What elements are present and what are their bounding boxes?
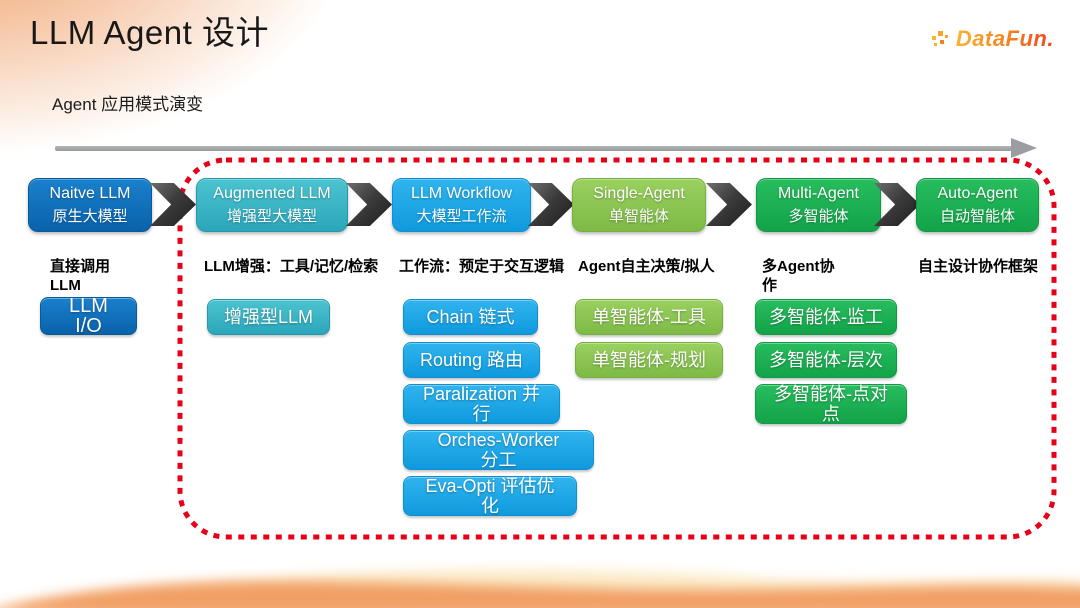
item-multi-agent-supervisor: 多智能体-监工 [755, 299, 897, 335]
stage-label-en: Auto-Agent [937, 185, 1018, 202]
page-subtitle: Agent 应用模式演变 [52, 95, 204, 114]
item-evaluator-optimizer: Eva-Opti 评估优化 [403, 476, 577, 516]
datafun-logo: DataFun. [931, 26, 1054, 52]
stage-label-zh: 单智能体 [608, 208, 669, 225]
timeline-arrow-shaft [55, 146, 1013, 151]
chevron-right-icon [346, 183, 392, 226]
stage-label-en: Single-Agent [593, 185, 685, 202]
item-augmented-llm: 增强型LLM [207, 299, 330, 335]
logo-pixels-icon [931, 31, 948, 46]
item-chain: Chain 链式 [403, 299, 538, 335]
stage-label-zh: 自动智能体 [939, 208, 1015, 225]
stage-llm-workflow: LLM Workflow 大模型工作流 [392, 178, 531, 232]
logo-wordmark: DataFun. [955, 26, 1054, 51]
stage-naitve-llm: Naitve LLM 原生大模型 [28, 178, 152, 232]
column-header-multi-agent: 多Agent协作 [762, 258, 835, 294]
item-single-agent-tool: 单智能体-工具 [575, 299, 723, 335]
column-header-llm-augment: LLM增强：工具/记忆/检索 [204, 258, 379, 275]
stage-label-zh: 多智能体 [788, 208, 849, 225]
stage-label-zh: 增强型大模型 [226, 208, 317, 225]
item-orchestrator-worker: Orches-Worker 分工 [403, 430, 594, 470]
item-multi-agent-p2p: 多智能体-点对点 [755, 384, 907, 424]
item-routing: Routing 路由 [403, 342, 540, 378]
chevron-right-icon [150, 183, 196, 226]
stage-augmented-llm: Augmented LLM 增强型大模型 [196, 178, 348, 232]
bottom-wave-decoration [1, 569, 1080, 608]
timeline-arrowhead-icon [1011, 138, 1037, 158]
stage-label-en: Augmented LLM [213, 185, 331, 202]
page-title: LLM Agent 设计 [30, 14, 269, 51]
stage-single-agent: Single-Agent 单智能体 [572, 178, 706, 232]
item-paralization: Paralization 并行 [403, 384, 560, 424]
stage-auto-agent: Auto-Agent 自动智能体 [916, 178, 1039, 232]
item-multi-agent-hierarchy: 多智能体-层次 [755, 342, 897, 378]
column-header-workflow: 工作流：预定于交互逻辑 [399, 258, 565, 275]
item-llm-io: LLM I/O [40, 296, 137, 336]
chevron-right-icon [528, 183, 574, 226]
column-header-auto-design: 自主设计协作框架 [918, 258, 1039, 275]
stage-multi-agent: Multi-Agent 多智能体 [756, 178, 881, 232]
stage-label-en: LLM Workflow [410, 185, 513, 202]
column-header-direct-call: 直接调用 LLM [50, 258, 111, 294]
stage-label-zh: 大模型工作流 [416, 208, 507, 225]
column-header-agent-decide: Agent自主决策/拟人 [578, 258, 715, 275]
stage-label-en: Multi-Agent [778, 185, 859, 202]
item-single-agent-plan: 单智能体-规划 [575, 342, 723, 378]
stage-label-zh: 原生大模型 [52, 208, 128, 225]
chevron-right-icon [706, 183, 752, 226]
stage-label-en: Naitve LLM [49, 185, 131, 202]
